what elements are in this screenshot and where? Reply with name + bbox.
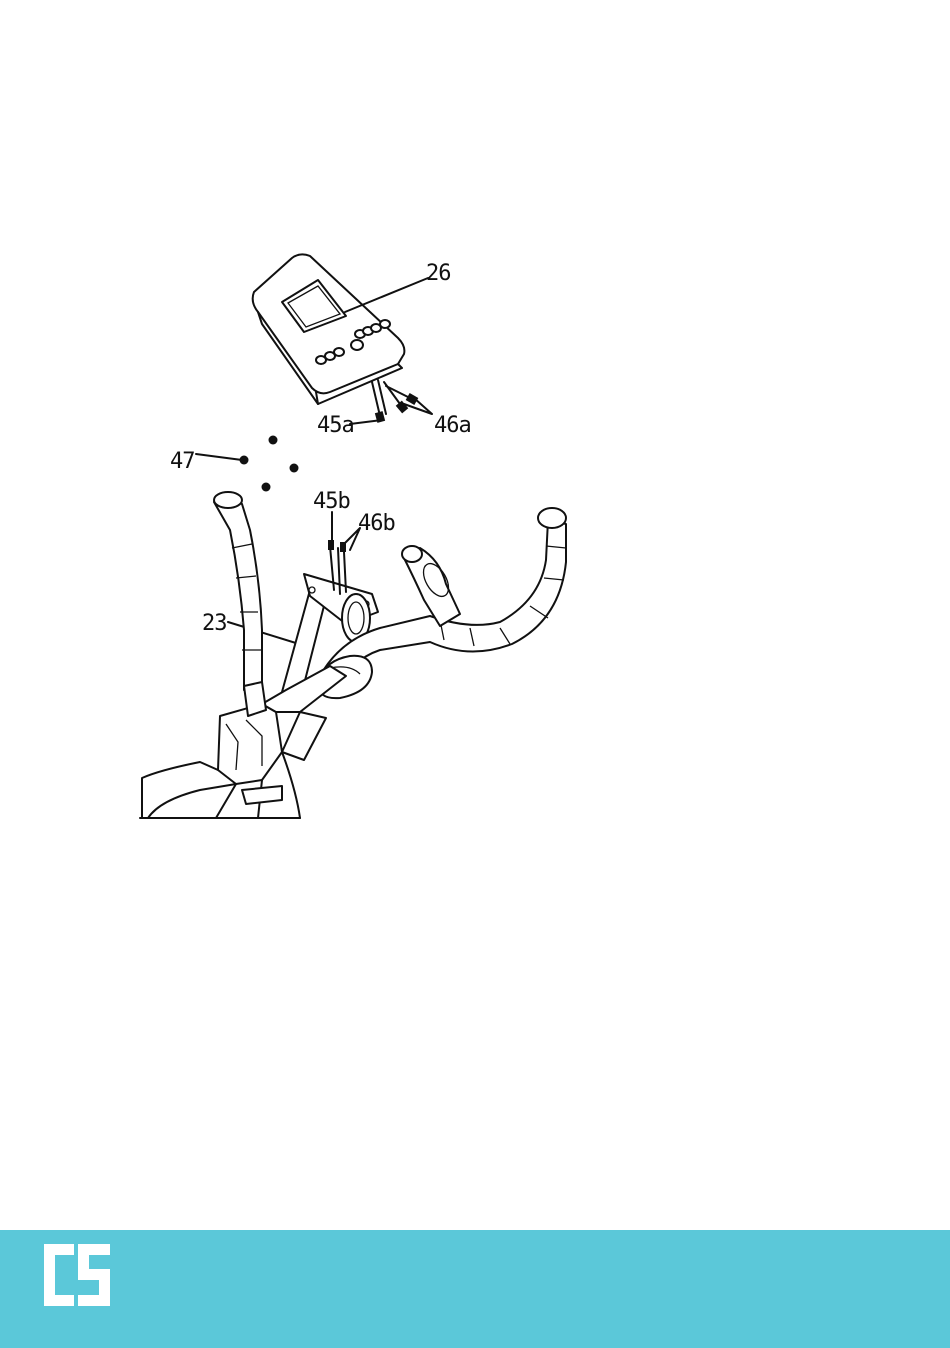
label-46b: 46b xyxy=(358,511,395,536)
leader-47 xyxy=(196,454,242,460)
console-unit xyxy=(253,254,419,422)
label-45b: 45b xyxy=(313,489,350,514)
footer-bar xyxy=(0,1230,950,1348)
label-47: 47 xyxy=(170,449,195,474)
handlebar-assembly xyxy=(140,492,566,818)
leader-26 xyxy=(345,278,428,312)
label-45a: 45a xyxy=(317,413,354,438)
cs-logo-icon xyxy=(44,1244,110,1306)
label-23: 23 xyxy=(202,611,227,636)
screws-47 xyxy=(240,436,299,492)
label-46a: 46a xyxy=(434,413,471,438)
assembly-diagram: 26 45a 46a 47 45b 46b 23 xyxy=(0,0,950,1230)
label-26: 26 xyxy=(426,261,451,286)
